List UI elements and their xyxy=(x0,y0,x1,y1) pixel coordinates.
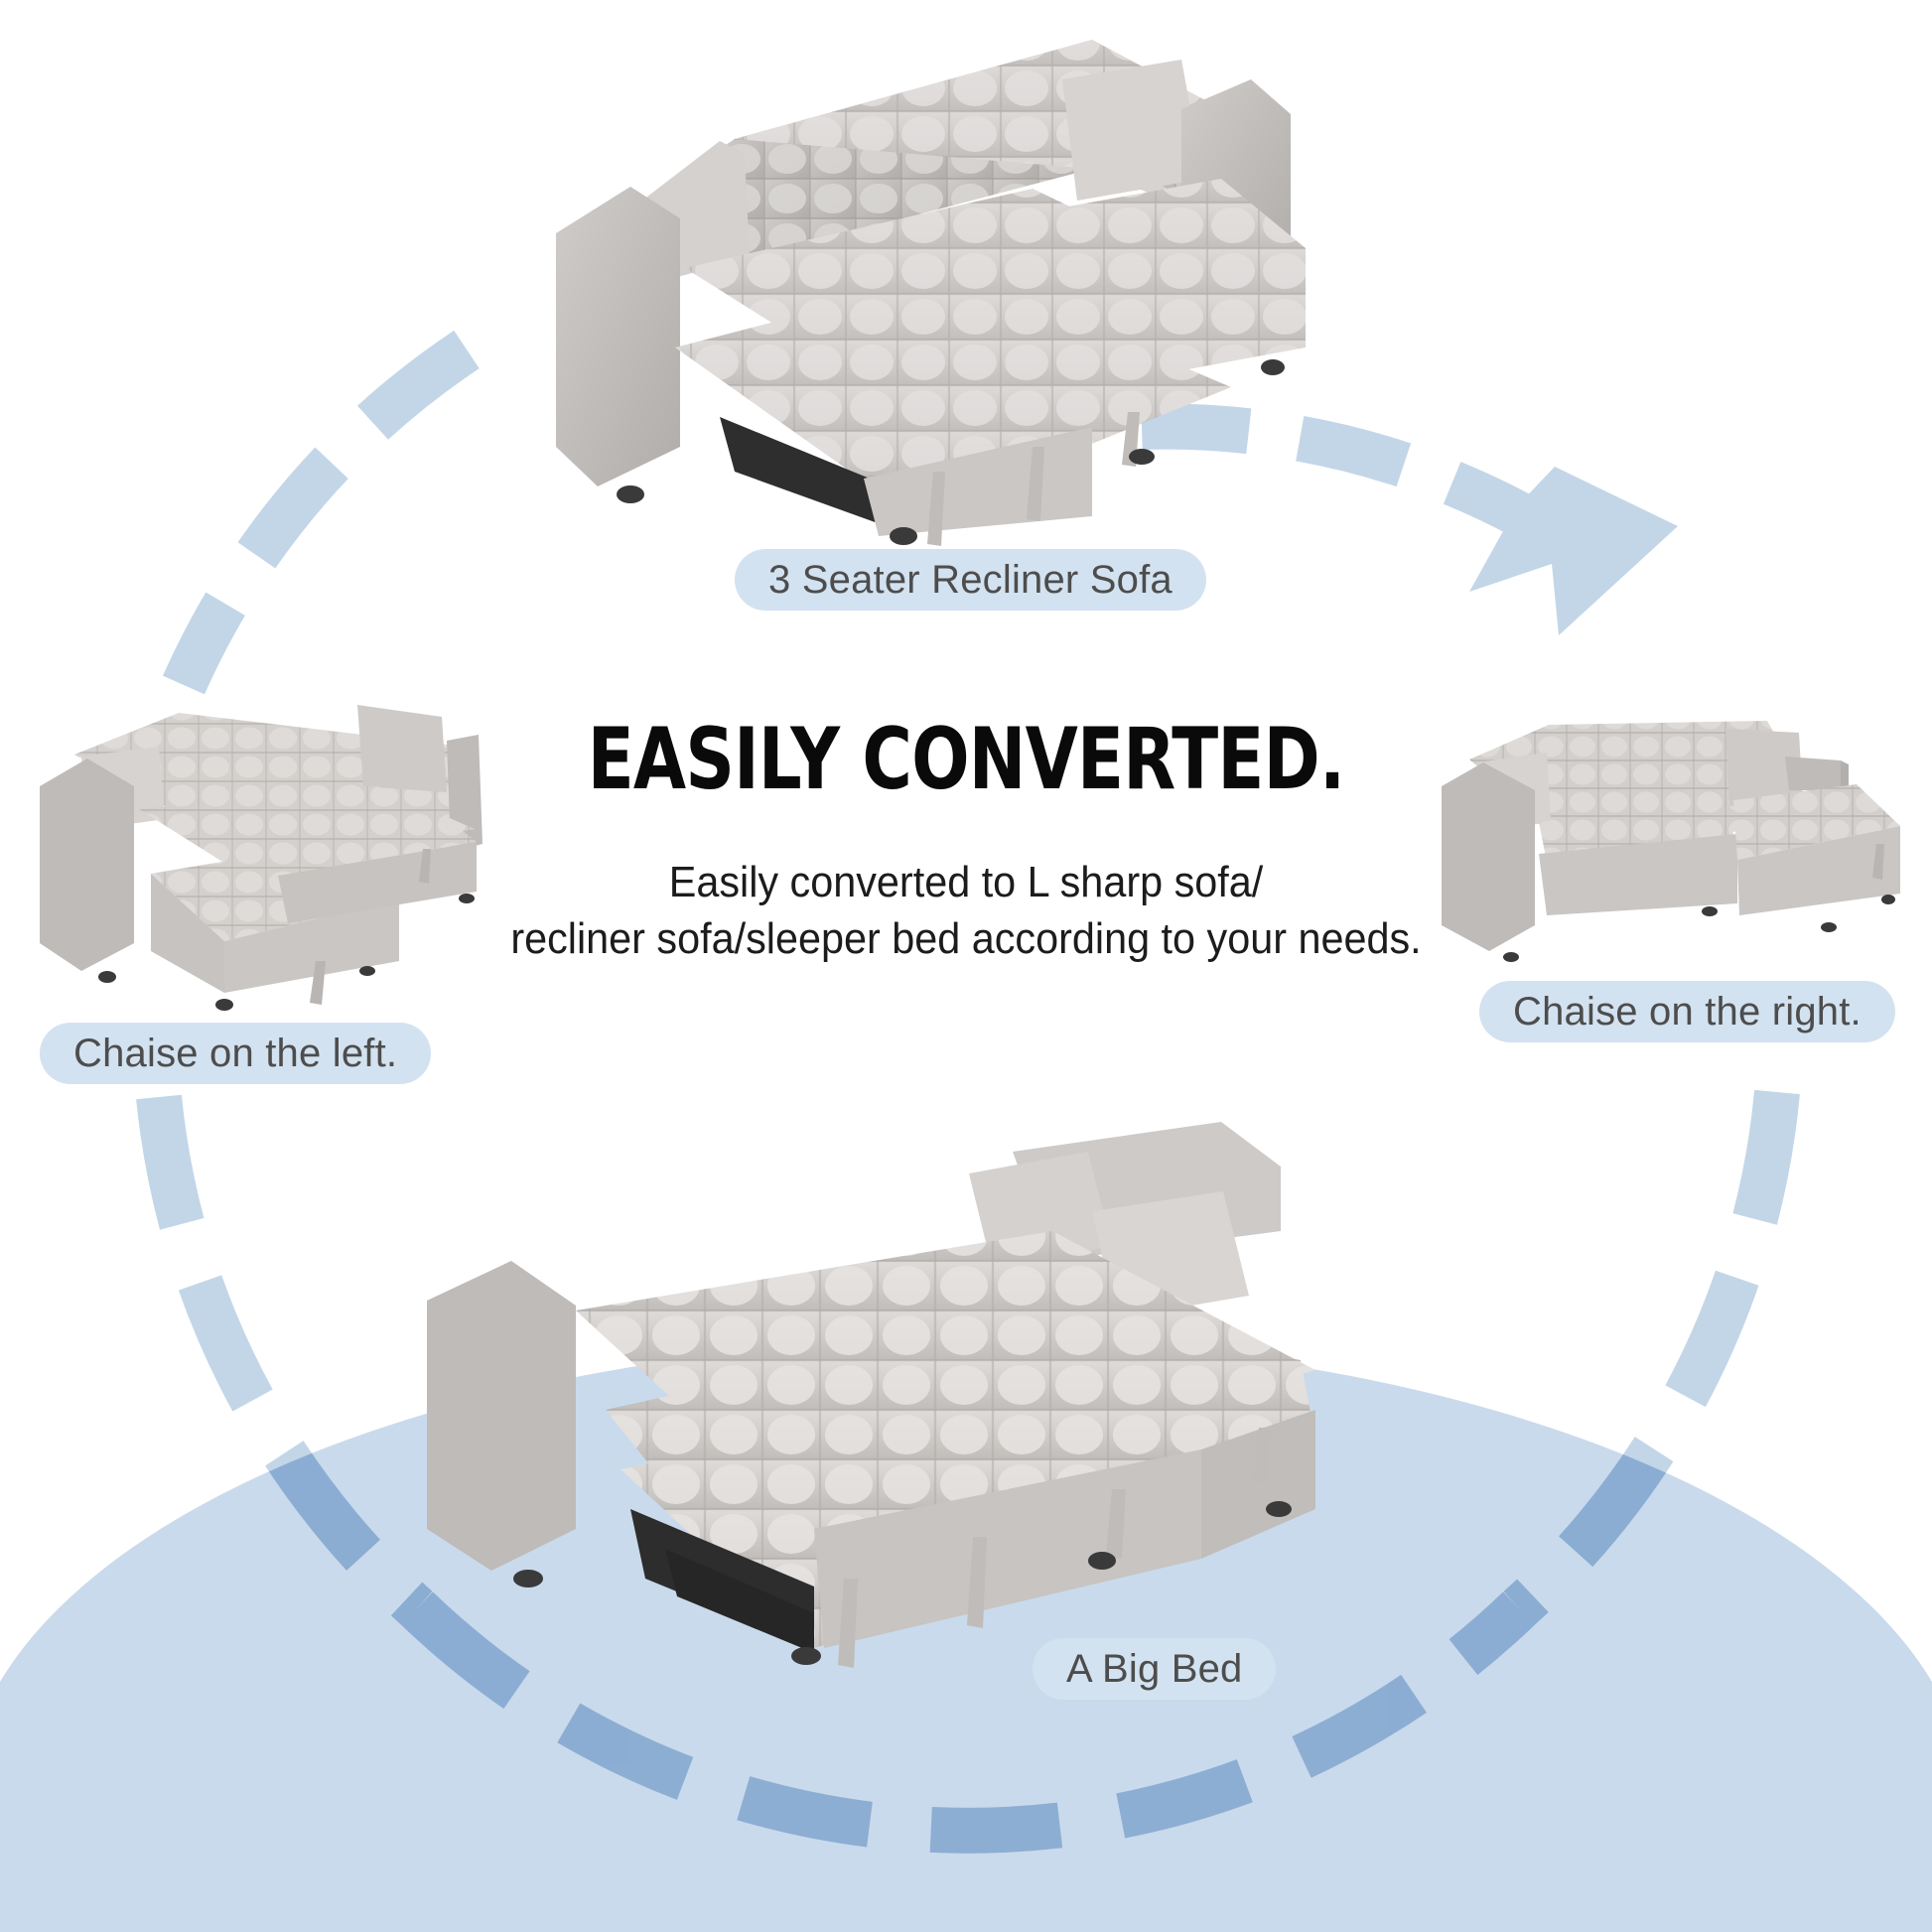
label-top-sofa: 3 Seater Recliner Sofa xyxy=(735,549,1206,611)
label-right-sofa: Chaise on the right. xyxy=(1479,981,1895,1042)
arc-bottom-right xyxy=(1503,1089,1800,1626)
product-image-right-sofa xyxy=(1440,705,1906,993)
label-bottom-bed: A Big Bed xyxy=(1033,1638,1277,1700)
arc-top-left xyxy=(162,330,480,695)
product-image-top-sofa xyxy=(536,20,1311,546)
arrowhead-top-right xyxy=(1469,467,1678,635)
label-left-sofa-text: Chaise on the left. xyxy=(73,1031,398,1075)
product-image-left-sofa xyxy=(30,695,486,1023)
description-line-2: recliner sofa/sleeper bed according to y… xyxy=(510,914,1422,964)
arc-bottom-left xyxy=(136,1094,433,1626)
label-top-sofa-text: 3 Seater Recliner Sofa xyxy=(768,557,1173,602)
label-left-sofa: Chaise on the left. xyxy=(40,1023,432,1084)
description-block: Easily converted to L sharp sofa/ reclin… xyxy=(406,854,1526,967)
center-copy-block: EASILY CONVERTED. Easily converted to L … xyxy=(370,717,1562,967)
description-line-1: Easily converted to L sharp sofa/ xyxy=(668,858,1264,906)
label-bottom-bed-text: A Big Bed xyxy=(1066,1646,1243,1691)
product-image-bottom-bed xyxy=(417,1112,1330,1678)
page-headline: EASILY CONVERTED. xyxy=(587,710,1345,809)
label-right-sofa-text: Chaise on the right. xyxy=(1513,989,1862,1034)
